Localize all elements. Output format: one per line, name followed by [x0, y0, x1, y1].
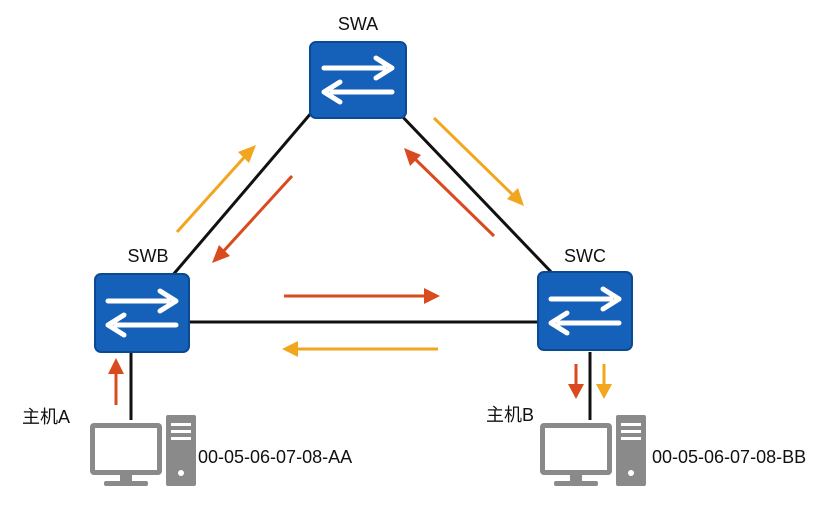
orange-arrow-swa-to-swc — [432, 116, 518, 200]
switch-label-swc: SWC — [564, 246, 606, 266]
red-arrowhead — [212, 245, 230, 263]
link-swa-swc — [396, 110, 557, 278]
host-b-label: 主机B — [486, 405, 534, 425]
red-arrowhead — [108, 358, 124, 374]
link-swa-swb — [170, 111, 314, 277]
host-b: 主机B 00-05-06-07-08-BB — [486, 405, 806, 486]
red-arrowhead — [568, 384, 584, 399]
orange-arrowhead — [282, 341, 298, 357]
computer-icon — [90, 415, 196, 486]
switch-swb: SWB — [94, 246, 190, 353]
switch-label-swa: SWA — [338, 14, 378, 34]
links — [129, 110, 592, 420]
orange-arrow-swb-to-swa — [175, 150, 251, 234]
host-b-mac: 00-05-06-07-08-BB — [652, 447, 806, 467]
orange-arrowhead — [238, 145, 256, 163]
red-arrowhead — [424, 288, 440, 304]
computer-icon — [540, 415, 646, 486]
red-arrowhead — [404, 148, 421, 166]
switch-swc: SWC — [537, 246, 633, 351]
orange-arrowhead — [507, 188, 524, 206]
orange-arrowhead — [596, 384, 612, 399]
switch-label-swb: SWB — [127, 246, 168, 266]
host-a: 主机A 00-05-06-07-08-AA — [22, 407, 352, 486]
host-a-mac: 00-05-06-07-08-AA — [198, 447, 352, 467]
red-arrow-swa-to-swb — [218, 174, 294, 257]
traffic-arrows — [108, 116, 612, 405]
switch-swa: SWA — [309, 14, 407, 119]
host-a-label: 主机A — [22, 407, 70, 427]
red-arrow-swc-to-swa — [410, 154, 496, 238]
